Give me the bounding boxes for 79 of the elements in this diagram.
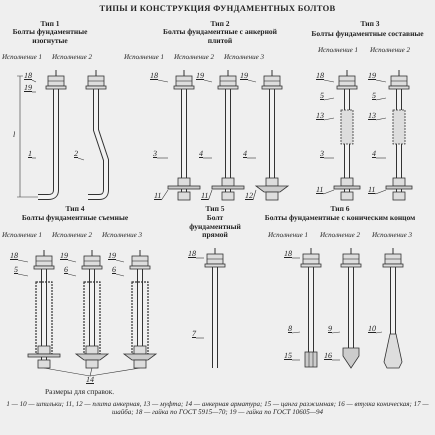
- leader-line: [252, 190, 256, 200]
- callout-number: 4: [199, 150, 203, 158]
- callout-number: 19: [240, 72, 248, 80]
- callout-number: 18: [24, 72, 32, 80]
- bolt-drawing: [300, 248, 322, 368]
- bolt-drawing: [382, 248, 404, 368]
- callout-number: 5: [14, 266, 18, 274]
- leader-line: [68, 274, 76, 276]
- leader-line: [324, 98, 334, 100]
- bolt-drawing: [204, 248, 226, 368]
- callout-number: 7: [192, 330, 196, 338]
- leader-line: [292, 332, 300, 334]
- callout-number: 19: [108, 252, 116, 260]
- callout-number: 18: [150, 72, 158, 80]
- callout-number: 9: [328, 325, 332, 333]
- bolt-drawing: [124, 250, 156, 368]
- leader-line: [78, 158, 84, 160]
- leader-line: [18, 274, 28, 276]
- leader-line: [376, 118, 386, 120]
- callout-number: 11: [316, 186, 324, 194]
- callout-number: 2: [74, 150, 78, 158]
- callout-number: 8: [288, 325, 292, 333]
- bolt-drawing: [386, 70, 412, 200]
- leader-line: [18, 260, 28, 262]
- bolt-drawing: [334, 70, 360, 200]
- leader-line: [161, 190, 168, 200]
- callout-number: 18: [316, 72, 324, 80]
- dimension-label: l: [13, 130, 16, 140]
- callout-number: 19: [196, 72, 204, 80]
- callout-number: 5: [320, 92, 324, 100]
- leader-line: [204, 80, 212, 82]
- callout-number: 14: [86, 376, 94, 384]
- callout-number: 18: [284, 250, 292, 258]
- callout-number: 15: [284, 352, 292, 360]
- callout-number: 6: [112, 266, 116, 274]
- bolt-drawing: [28, 250, 60, 368]
- callout-number: 19: [368, 72, 376, 80]
- bolt-drawing: [340, 248, 362, 368]
- leader-line: [332, 332, 340, 334]
- callout-number: 13: [316, 112, 324, 120]
- bolt-drawing: [76, 250, 108, 368]
- bolt-drawing: [256, 70, 288, 200]
- leader-line: [68, 260, 76, 262]
- leader-line: [44, 368, 90, 376]
- callout-number: 6: [64, 266, 68, 274]
- callout-number: 19: [60, 252, 68, 260]
- leader-line: [208, 190, 212, 200]
- callout-number: 11: [368, 186, 376, 194]
- leader-line: [158, 80, 168, 82]
- leader-line: [90, 368, 140, 376]
- callout-number: 16: [324, 352, 332, 360]
- leader-line: [116, 260, 124, 262]
- callout-number: 3: [320, 150, 324, 158]
- callout-number: 3: [153, 150, 157, 158]
- leader-line: [248, 80, 256, 82]
- callout-number: 19: [24, 84, 32, 92]
- leader-line: [324, 80, 334, 82]
- bolt-drawing: [36, 70, 66, 200]
- callout-number: 18: [10, 252, 18, 260]
- callout-number: 12: [245, 192, 253, 200]
- leader-line: [376, 98, 386, 100]
- leader-line: [376, 80, 386, 82]
- callout-number: 4: [372, 150, 376, 158]
- callout-number: 10: [368, 325, 376, 333]
- leader-line: [323, 190, 334, 194]
- leader-line: [90, 368, 92, 376]
- title: ТИПЫ И КОНСТРУКЦИЯ ФУНДАМЕНТНЫХ БОЛТОВ: [98, 3, 336, 13]
- callout-number: 1: [28, 150, 32, 158]
- leader-line: [375, 190, 386, 194]
- leader-line: [116, 274, 124, 276]
- leader-line: [324, 118, 334, 120]
- callout-number: 11: [201, 192, 208, 200]
- callout-number: 5: [372, 92, 376, 100]
- leader-line: [376, 332, 382, 334]
- callout-number: 18: [188, 250, 196, 258]
- callout-number: 13: [368, 112, 376, 120]
- callout-number: 4: [243, 150, 247, 158]
- callout-number: 11: [154, 192, 162, 200]
- leader-line: [32, 80, 36, 82]
